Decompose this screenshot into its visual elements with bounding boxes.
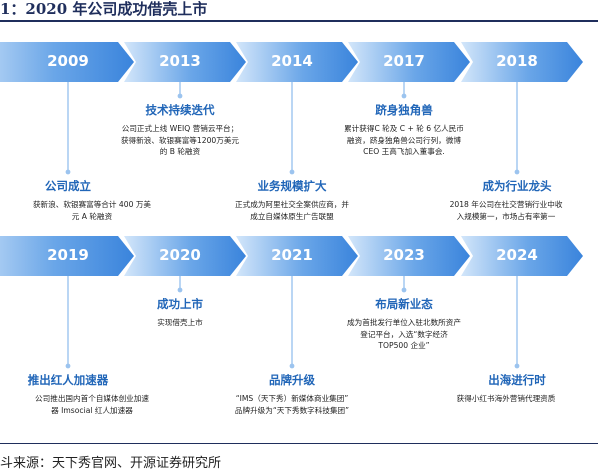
row2-year-1: 2020 <box>159 246 201 264</box>
row1-event-title-4: 成为行业龙头 <box>482 179 552 193</box>
row1-event-title-2: 业务规模扩大 <box>257 179 327 193</box>
timeline-row1-arrows <box>0 42 583 82</box>
row2-stem-dot-4 <box>514 363 520 369</box>
row1-year-1: 2013 <box>159 52 201 70</box>
row1-stem-dot-0 <box>65 169 71 175</box>
row1-event-desc-2-line-1: 成立自媒体原生广告联盟 <box>250 211 334 221</box>
row2-stem-dot-2 <box>289 363 295 369</box>
title-rule <box>0 20 598 22</box>
row2-event-desc-3-line-0: 成为首批发行单位入驻北数所资产 <box>347 318 461 327</box>
timeline-row2-arrows <box>0 236 583 276</box>
row1-arrow-3 <box>348 42 470 82</box>
bottom-rule <box>0 443 598 444</box>
row2-year-0: 2019 <box>47 246 89 264</box>
row1-year-3: 2017 <box>383 52 425 70</box>
row2-event-desc-0-line-0: 公司推出国内首个自媒体创业加速 <box>35 394 149 403</box>
row1-event-desc-2: 正式成为阿里社交全案供应商，并成立自媒体原生广告联盟 <box>202 199 382 222</box>
row2-event-title-2: 品牌升级 <box>269 373 315 387</box>
figure-title: 1：2020 年公司成功借壳上市 <box>0 0 208 18</box>
row1-event-title-3: 跻身独角兽 <box>375 103 433 117</box>
row1-event-desc-4: 2018 年公司在社交营销行业中收入规模第一，市场占有率第一 <box>416 199 596 222</box>
row1-event-desc-0-line-0: 获新浪、软银赛富等合计 400 万美 <box>32 200 152 209</box>
row2-arrow-4 <box>461 236 583 276</box>
row2-event-title-0: 推出红人加速器 <box>27 373 109 387</box>
row2-year-2: 2021 <box>271 246 313 264</box>
row1-event-desc-0-line-1: 元 A 轮融资 <box>71 211 113 221</box>
row1-stem-dot-3 <box>401 93 407 99</box>
row1-event-desc-0: 获新浪、软银赛富等合计 400 万美元 A 轮融资 <box>2 199 182 222</box>
row2-year-4: 2024 <box>496 246 538 264</box>
row1-event-desc-3-line-1: 融资，跻身独角兽公司行列，微博 <box>347 135 461 145</box>
row2-stem-dot-3 <box>401 287 407 293</box>
row2-arrow-0 <box>0 236 134 276</box>
row2-event-desc-2: “IMS（天下秀）新媒体商业集团” 品牌升级为“天下秀数字科技集团” <box>202 393 382 416</box>
row1-arrow-2 <box>236 42 358 82</box>
row2-event-desc-3-line-2: TOP500 企业” <box>378 341 430 350</box>
row1-event-desc-3: 累计获得C 轮及 C + 轮 6 亿人民币融资，跻身独角兽公司行列，微博 CEO … <box>314 123 494 158</box>
row1-event-title-0: 公司成立 <box>45 179 91 193</box>
row2-stem-dot-1 <box>177 287 183 293</box>
row2-event-desc-4: 获得小红书海外营销代理资质 <box>416 393 596 405</box>
row1-arrow-4 <box>461 42 583 82</box>
row1-event-desc-1: 公司正式上线 WEIQ 营销云平台； 获得新浪、软银赛富等1200万美元的 B 轮… <box>90 123 270 158</box>
row1-event-desc-3-line-0: 累计获得C 轮及 C + 轮 6 亿人民币 <box>344 124 464 133</box>
row1-event-desc-4-line-0: 2018 年公司在社交营销行业中收 <box>449 200 563 209</box>
row2-event-desc-4-line-0: 获得小红书海外营销代理资质 <box>456 394 556 403</box>
row2-year-3: 2023 <box>383 246 425 264</box>
row1-event-desc-1-line-1: 获得新浪、软银赛富等1200万美元 <box>120 135 240 145</box>
row1-event-desc-1-line-0: 公司正式上线 WEIQ 营销云平台； <box>121 124 239 133</box>
row1-arrow-0 <box>0 42 134 82</box>
row1-event-desc-4-line-1: 入规模第一，市场占有率第一 <box>456 211 556 221</box>
row1-year-4: 2018 <box>496 52 538 70</box>
row2-event-desc-0-line-1: 器 Imsocial 红人加速器 <box>51 405 133 415</box>
row2-arrow-1 <box>124 236 246 276</box>
row2-arrow-3 <box>348 236 470 276</box>
row2-arrow-2 <box>236 236 358 276</box>
row2-event-desc-3-line-1: 登记平台，入选“数字经济 <box>360 329 448 339</box>
row2-event-desc-1: 实现借壳上市 <box>90 317 270 329</box>
row1-stem-dot-4 <box>514 169 520 175</box>
row2-event-desc-2-line-0: “IMS（天下秀）新媒体商业集团” <box>235 394 349 403</box>
row1-arrow-1 <box>124 42 246 82</box>
row1-year-2: 2014 <box>271 52 313 70</box>
row2-event-title-3: 布局新业态 <box>375 297 433 311</box>
row2-event-title-4: 出海进行时 <box>488 373 546 387</box>
timeline-stems <box>65 82 520 369</box>
row1-event-desc-2-line-0: 正式成为阿里社交全案供应商，并 <box>235 200 349 209</box>
row1-event-title-1: 技术持续迭代 <box>145 103 215 117</box>
source-note: 斗来源：天下秀官网、开源证券研究所 <box>0 456 222 471</box>
row1-stem-dot-2 <box>289 169 295 175</box>
row1-stem-dot-1 <box>177 93 183 99</box>
row2-event-desc-0: 公司推出国内首个自媒体创业加速器 Imsocial 红人加速器 <box>2 393 182 416</box>
row1-event-desc-3-line-2: CEO 王高飞加入董事会. <box>363 147 445 156</box>
row1-event-desc-1-line-2: 的 B 轮融资 <box>159 147 201 156</box>
row2-event-desc-2-line-1: 品牌升级为“天下秀数字科技集团” <box>234 405 350 415</box>
row1-year-0: 2009 <box>47 52 89 70</box>
row2-event-desc-1-line-0: 实现借壳上市 <box>157 318 203 327</box>
row2-stem-dot-0 <box>65 363 71 369</box>
row2-event-desc-3: 成为首批发行单位入驻北数所资产登记平台，入选“数字经济 TOP500 企业” <box>314 317 494 352</box>
row2-event-title-1: 成功上市 <box>157 297 203 311</box>
